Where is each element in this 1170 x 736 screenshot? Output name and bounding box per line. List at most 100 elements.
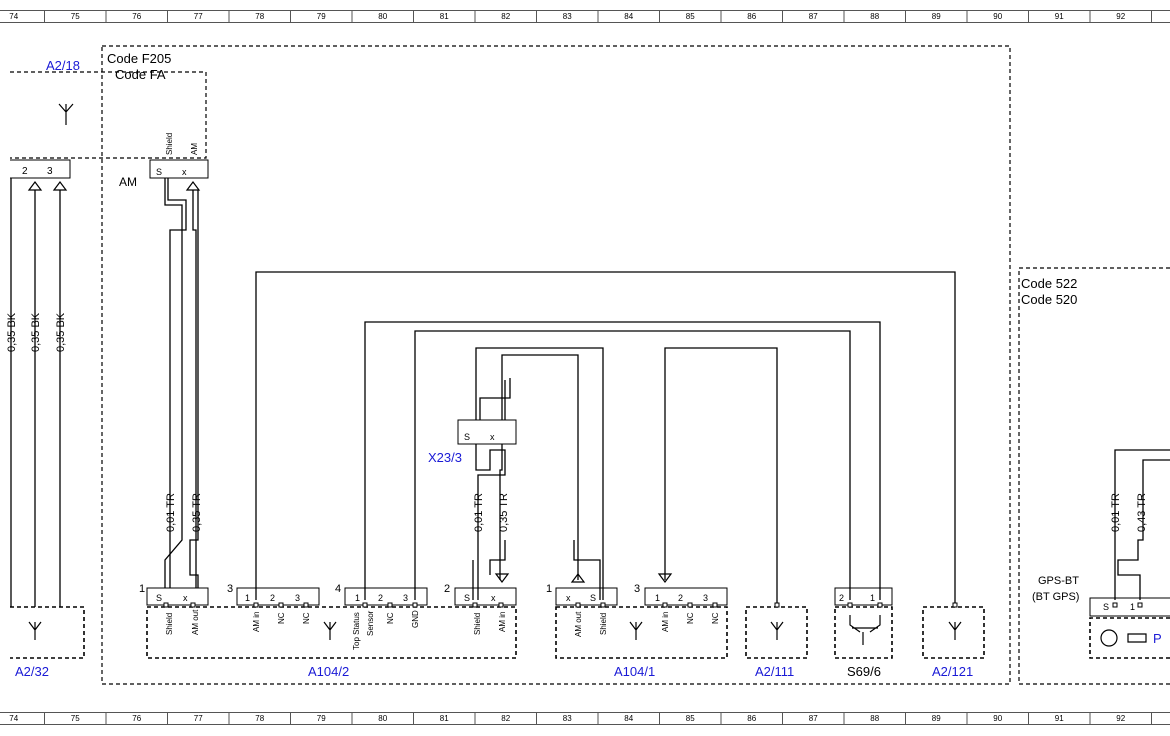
pin-stub: [774, 602, 780, 608]
ruler-top-number: 87: [809, 12, 818, 21]
pin-number: 1: [870, 593, 875, 603]
ruler-top-number: 92: [1116, 12, 1125, 21]
pin-number: 2: [270, 593, 275, 603]
pin-stub: [472, 602, 478, 608]
ruler-bottom-number: 74: [9, 714, 18, 723]
component-a2-111: A2/111: [755, 664, 794, 679]
gps-box: [1089, 617, 1170, 659]
pin-name-shield: Shield: [165, 613, 174, 635]
pin-stub: [190, 602, 196, 608]
pin-stub: [387, 602, 393, 608]
wire-gps-1: [1114, 449, 1170, 600]
ruler-top-number: 84: [624, 12, 633, 21]
wire-label: 0,01 TR: [165, 493, 177, 532]
ruler-bottom-number: 77: [194, 714, 203, 723]
wire-x23-am-top: [501, 354, 579, 580]
pin-name-nc: NC: [711, 612, 720, 624]
ruler-bottom-number: 82: [501, 714, 510, 723]
x23-3-connector: [457, 419, 517, 445]
pin-stub: [575, 602, 581, 608]
pin-number: 1: [139, 583, 145, 595]
component-bt-gps: (BT GPS): [1032, 591, 1079, 603]
wire-amin-loop: [664, 347, 778, 607]
ruler-top-number: 76: [132, 12, 141, 21]
pin-number: 3: [634, 583, 640, 595]
pin-name-am-out: AM out: [574, 611, 583, 637]
wire-top-loop: [255, 271, 956, 607]
a2-32-connector: [10, 159, 71, 179]
wire-label: 0,35 BK: [55, 312, 67, 352]
wire-label: 0,43 TR: [1136, 493, 1148, 532]
wire-label: 0,01 TR: [1110, 493, 1122, 532]
a2-18-connector: [149, 159, 209, 179]
pin-number: 1: [355, 593, 360, 603]
ruler-top-number: 86: [747, 12, 756, 21]
pin-name-shield: Shield: [165, 133, 174, 155]
a2-32-box: [10, 606, 85, 659]
ruler-top-number: 89: [932, 12, 941, 21]
switch-icon: [849, 615, 881, 645]
wire-x23-am-down2: [489, 540, 506, 575]
wire-label: 0,01 TR: [473, 493, 485, 532]
pin-label-s: S: [464, 432, 470, 442]
bottom-ruler: [0, 712, 1170, 725]
ruler-bottom-number: 85: [686, 714, 695, 723]
component-p-cut: P: [1153, 631, 1162, 646]
pin-stub: [1137, 602, 1143, 608]
triangle-icon: [657, 573, 673, 583]
ruler-top-number: 77: [194, 12, 203, 21]
wire-group: [10, 178, 1170, 607]
ruler-bottom-number: 92: [1116, 714, 1125, 723]
pin-number: 3: [47, 166, 53, 177]
code-f205-box: [101, 45, 1011, 685]
pin-number: 3: [227, 583, 233, 595]
pin-number: 2: [678, 593, 683, 603]
ruler-top-number: 82: [501, 12, 510, 21]
a2-18-box: [10, 71, 207, 159]
pin-stub: [847, 602, 853, 608]
pin-number: 2: [22, 166, 28, 177]
pin-number: 3: [403, 593, 408, 603]
pin-label-s: S: [156, 167, 162, 177]
ruler-bottom-number: 76: [132, 714, 141, 723]
pin-label-s: S: [464, 593, 470, 603]
antenna-icon: [770, 621, 784, 640]
component-a104-1: A104/1: [614, 664, 655, 679]
pin-stub: [278, 602, 284, 608]
pin-name-shield: Shield: [599, 613, 608, 635]
ruler-top-number: 85: [686, 12, 695, 21]
pin-number: 3: [295, 593, 300, 603]
wire-gnd-loop: [414, 330, 851, 600]
pin-name-nc: NC: [386, 612, 395, 624]
pin-number: 1: [546, 583, 552, 595]
ruler-bottom-number: 79: [317, 714, 326, 723]
pin-name-sensor: Sensor: [366, 610, 375, 636]
pin-name-am-in: AM in: [498, 612, 507, 632]
wire-label: 0,35 BK: [30, 312, 42, 352]
wire-label: 0,35 TR: [498, 493, 510, 532]
pin-stub: [877, 602, 883, 608]
top-ruler: [0, 10, 1170, 23]
pin-label-s: S: [590, 593, 596, 603]
a104-2-conn2: [454, 587, 517, 606]
antenna-icon: [948, 621, 962, 640]
code-522-label: Code 522: [1021, 276, 1077, 291]
wire-shield-1b: [164, 178, 183, 588]
pin-number: 2: [839, 593, 844, 603]
pin-stub: [412, 602, 418, 608]
ruler-top-number: 80: [378, 12, 387, 21]
pin-stub: [600, 602, 606, 608]
wire-label: 0,35 BK: [6, 312, 18, 352]
triangle-icon: [27, 181, 43, 191]
pin-label-x: x: [182, 167, 187, 177]
pin-label-x: x: [183, 593, 188, 603]
a104-2-conn3: [236, 587, 320, 606]
pin-name-nc: NC: [277, 612, 286, 624]
wire-shield-1: [167, 178, 187, 588]
ruler-bottom-number: 91: [1055, 714, 1064, 723]
ruler-top-number: 79: [317, 12, 326, 21]
ruler-top-number: 91: [1055, 12, 1064, 21]
wire-am-1: [192, 190, 197, 588]
a2-121-box: [922, 606, 985, 659]
pin-stub: [253, 602, 259, 608]
